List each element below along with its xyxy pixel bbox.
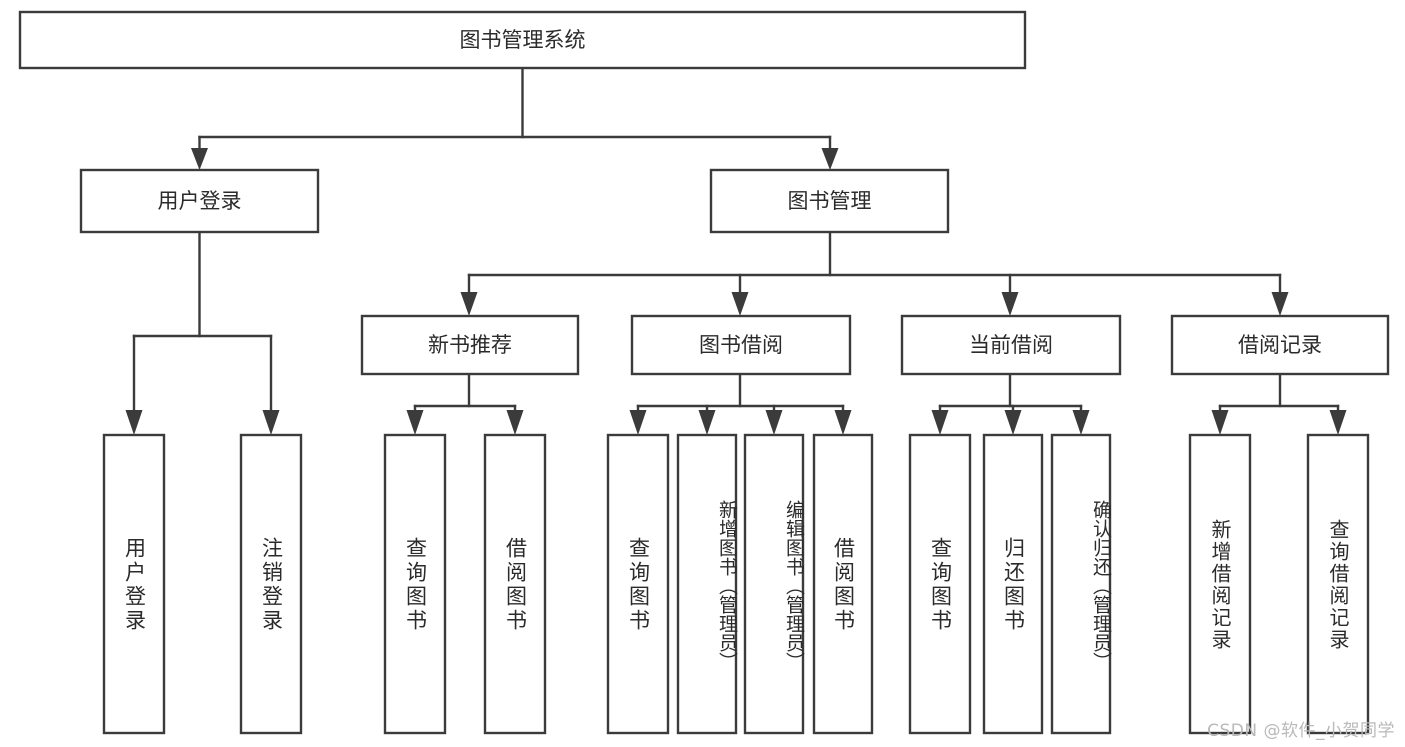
arrow-head-icon [1004, 410, 1022, 435]
node-box-leaf-11[interactable] [1188, 433, 1252, 735]
node-box-leaf-4[interactable] [606, 433, 670, 735]
node-label-level2-1: 图书管理 [788, 189, 872, 213]
arrow-head-icon [125, 410, 143, 435]
node-box-layer [18, 10, 1390, 735]
connector-books-to-level3 [460, 230, 1289, 316]
node-box-leaf-1[interactable] [239, 433, 303, 735]
node-box-level2-0[interactable] [79, 168, 320, 234]
node-box-leaf-12[interactable] [1306, 433, 1370, 735]
arrow-head-icon [765, 410, 783, 435]
connector-newbooks-to-leaves [406, 372, 524, 435]
arrow-head-icon [262, 410, 280, 435]
arrow-head-icon [834, 410, 852, 435]
arrow-head-icon [1001, 292, 1019, 316]
node-box-leaf-9[interactable] [982, 433, 1044, 735]
arrow-head-icon [1329, 410, 1347, 435]
arrow-head-icon [506, 410, 524, 435]
arrow-head-icon [821, 148, 839, 170]
arrow-head-icon [1271, 292, 1289, 316]
connector-borrow-to-leaves [629, 372, 852, 435]
node-box-leaf-3[interactable] [483, 433, 547, 735]
arrow-head-icon [406, 410, 424, 435]
arrow-head-icon [731, 292, 749, 316]
node-label-level3-3: 借阅记录 [1238, 333, 1322, 357]
node-box-level3-1[interactable] [630, 314, 852, 376]
node-label-level2-0: 用户登录 [158, 189, 242, 213]
connector-current-to-leaves [931, 372, 1090, 435]
node-box-leaf-2[interactable] [383, 433, 447, 735]
csdn-watermark: CSDN @软件_小贺同学 [1207, 721, 1395, 741]
node-box-level3-2[interactable] [900, 314, 1122, 376]
arrow-head-icon [698, 410, 716, 435]
node-label-root: 图书管理系统 [460, 28, 586, 52]
arrow-head-icon [1072, 410, 1090, 435]
arrow-head-icon [191, 148, 208, 170]
connector-records-to-leaves [1211, 372, 1347, 435]
node-box-level3-0[interactable] [360, 314, 580, 376]
connector-login-to-leaves [125, 230, 280, 435]
node-box-leaf-8[interactable] [908, 433, 972, 735]
node-label-level3-1: 图书借阅 [699, 333, 783, 357]
node-label-level3-0: 新书推荐 [428, 333, 512, 357]
node-box-level3-3[interactable] [1170, 314, 1390, 376]
node-box-leaf-0[interactable] [102, 433, 166, 735]
node-box-leaf-5[interactable] [676, 433, 738, 735]
arrow-head-icon [931, 410, 949, 435]
arrow-head-icon [629, 410, 647, 435]
node-box-leaf-7[interactable] [812, 433, 874, 735]
node-box-leaf-10[interactable] [1050, 433, 1112, 735]
node-label-level3-2: 当前借阅 [969, 333, 1053, 357]
arrow-head-icon [460, 292, 478, 316]
arrow-head-icon [1211, 410, 1229, 435]
connector-root-to-level2 [191, 66, 839, 170]
node-box-root[interactable] [18, 10, 1027, 70]
node-box-level2-1[interactable] [709, 168, 950, 234]
node-box-leaf-6[interactable] [743, 433, 805, 735]
